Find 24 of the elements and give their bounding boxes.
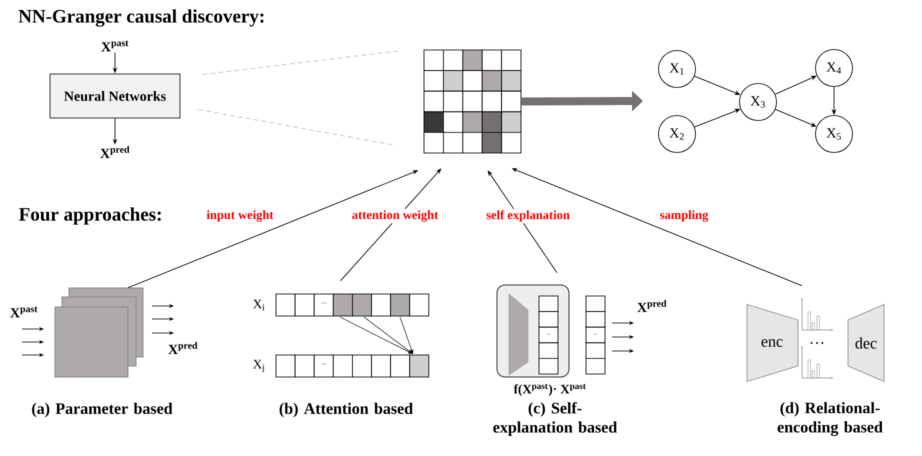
output-label: X$^{pred}$ bbox=[168, 342, 198, 354]
formula-label: f(X$^{past}$)· X$^{past}$ bbox=[514, 384, 586, 396]
node-label: (d) Relational-encoding based bbox=[778, 402, 883, 436]
histogram-drawing bbox=[801, 298, 833, 379]
attention-drawing bbox=[276, 294, 430, 378]
sequence-label: X$_{j}$ bbox=[253, 360, 264, 372]
matrix-drawing bbox=[424, 50, 522, 154]
output-label: X$^{pred}$ bbox=[100, 146, 130, 158]
input-label: X$^{past}$ bbox=[10, 306, 38, 318]
process-box: Neural Networks bbox=[50, 74, 180, 118]
edge-label: attention weight bbox=[350, 208, 440, 224]
node-label: (c) Self-explanation based bbox=[493, 402, 618, 436]
input-label: X$^{past}$ bbox=[101, 40, 128, 52]
node-label: (a) Parameter based bbox=[32, 402, 172, 418]
section-heading: Four approaches: bbox=[19, 207, 161, 225]
zoom-line bbox=[198, 109, 396, 146]
output-label: X$^{pred}$ bbox=[637, 300, 666, 312]
node-label: (b) Attention based bbox=[280, 402, 413, 418]
ellipsis: … bbox=[810, 342, 824, 344]
title: NN-Granger causal discovery: bbox=[18, 9, 264, 27]
edge-label: input weight bbox=[205, 208, 276, 224]
edge-label: self explanation bbox=[484, 208, 572, 224]
zoom-line bbox=[202, 50, 400, 75]
edge-label: sampling bbox=[658, 208, 710, 224]
